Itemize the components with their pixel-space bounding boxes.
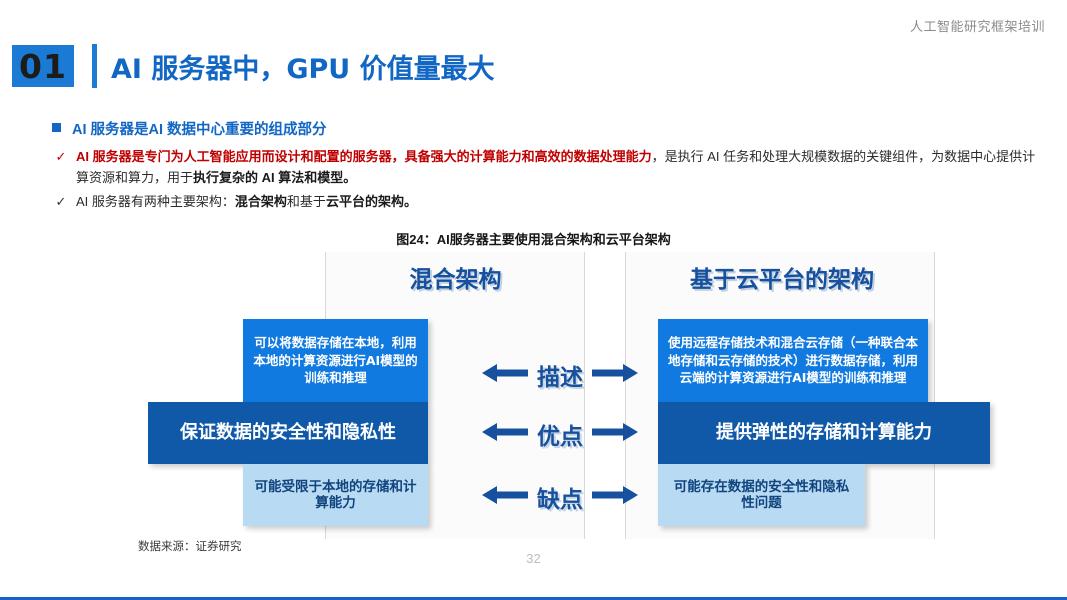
card-right-disadvantage: 可能存在数据的安全性和隐私性问题 bbox=[658, 464, 865, 526]
bullet-1-seg-0: AI 服务器是专门为人工智能应用而设计和配置的服务器，具备强大的计算能力和高效的… bbox=[76, 149, 652, 164]
card-right-disadvantage-text: 可能存在数据的安全性和隐私性问题 bbox=[673, 478, 850, 511]
card-left-advantage-text: 保证数据的安全性和隐私性 bbox=[180, 422, 396, 444]
arrow-left-icon bbox=[482, 484, 528, 511]
arrow-left-icon bbox=[482, 421, 528, 448]
column-header-cloud: 基于云平台的架构 bbox=[690, 267, 874, 293]
figure-caption: 图24：AI服务器主要使用混合架构和云平台架构 bbox=[396, 232, 671, 247]
card-right-description-text: 使用远程存储技术和混合云存储（一种联合本地存储和云存储的技术）进行数据存储，利用… bbox=[668, 334, 919, 386]
card-right-advantage: 提供弹性的存储和计算能力 bbox=[658, 402, 990, 464]
row-label-description: 描述 bbox=[460, 355, 660, 395]
bullet-item-2-text: AI 服务器有两种主要架构：混合架构和基于云平台的架构。 bbox=[76, 191, 417, 212]
row-label-advantage-text: 优点 bbox=[537, 424, 583, 450]
source-note: 数据来源：证券研究 bbox=[138, 541, 242, 553]
check-icon: ✓ bbox=[55, 149, 67, 164]
page-number: 32 bbox=[526, 551, 541, 566]
bullet-item-1: ✓ AI 服务器是专门为人工智能应用而设计和配置的服务器，具备强大的计算能力和高… bbox=[52, 146, 1052, 188]
bullet-item-1-text: AI 服务器是专门为人工智能应用而设计和配置的服务器，具备强大的计算能力和高效的… bbox=[76, 146, 1036, 188]
bullet-2-seg-0: AI 服务器有两种主要架构： bbox=[76, 194, 235, 210]
bullet-level1: AI 服务器是AI 数据中心重要的组成部分 bbox=[52, 118, 1052, 139]
row-label-advantage: 优点 bbox=[460, 414, 660, 454]
card-right-advantage-text: 提供弹性的存储和计算能力 bbox=[716, 422, 932, 444]
square-bullet-icon bbox=[52, 123, 61, 132]
running-head: 人工智能研究框架培训 bbox=[909, 19, 1045, 34]
row-label-disadvantage: 缺点 bbox=[460, 477, 660, 517]
arrow-left-icon bbox=[482, 362, 528, 389]
arrow-right-icon bbox=[592, 484, 638, 511]
bullet-list: AI 服务器是AI 数据中心重要的组成部分 ✓ AI 服务器是专门为人工智能应用… bbox=[52, 118, 1052, 215]
check-icon: ✓ bbox=[55, 194, 67, 210]
bullet-2-seg-3: 云平台的架构。 bbox=[325, 194, 417, 210]
slide-title-row: 01 AI 服务器中，GPU 价值量最大 bbox=[12, 44, 495, 88]
card-left-advantage: 保证数据的安全性和隐私性 bbox=[148, 402, 428, 464]
card-left-description: 可以将数据存储在本地，利用本地的计算资源进行AI模型的训练和推理 bbox=[243, 319, 428, 402]
card-left-disadvantage-text: 可能受限于本地的存储和计算能力 bbox=[254, 478, 417, 511]
bullet-1-seg-2: 执行复杂的 AI 算法和模型。 bbox=[193, 170, 357, 186]
bullet-2-seg-2: 和基于 bbox=[286, 194, 326, 210]
bullet-1-seg-1: ，是执行 AI 任务和处理大规模数据的关键组件，为数据中心提供计算资源和算力，用… bbox=[76, 149, 1036, 186]
column-header-hybrid: 混合架构 bbox=[409, 267, 502, 293]
row-label-disadvantage-text: 缺点 bbox=[537, 487, 583, 513]
bullet-level1-label: AI 服务器是AI 数据中心重要的组成部分 bbox=[72, 122, 327, 138]
bullet-item-2: ✓ AI 服务器有两种主要架构：混合架构和基于云平台的架构。 bbox=[52, 191, 1052, 212]
title-accent-bar bbox=[92, 44, 97, 88]
section-number-badge: 01 bbox=[12, 45, 74, 87]
row-label-description-text: 描述 bbox=[537, 365, 583, 391]
page-title: AI 服务器中，GPU 价值量最大 bbox=[111, 53, 495, 85]
card-right-description: 使用远程存储技术和混合云存储（一种联合本地存储和云存储的技术）进行数据存储，利用… bbox=[658, 319, 928, 402]
card-left-disadvantage: 可能受限于本地的存储和计算能力 bbox=[243, 464, 428, 526]
bullet-2-seg-1: 混合架构 bbox=[234, 194, 287, 210]
arrow-right-icon bbox=[592, 362, 638, 389]
card-left-description-text: 可以将数据存储在本地，利用本地的计算资源进行AI模型的训练和推理 bbox=[253, 334, 418, 386]
architecture-comparison-diagram: 混合架构 基于云平台的架构 可以将数据存储在本地，利用本地的计算资源进行AI模型… bbox=[130, 252, 990, 542]
arrow-right-icon bbox=[592, 421, 638, 448]
